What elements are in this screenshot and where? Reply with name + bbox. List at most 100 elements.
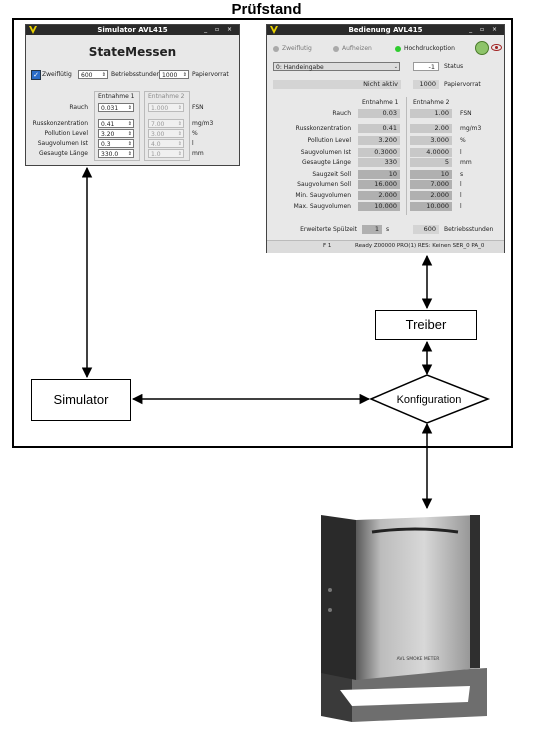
spin-arrows-icon: ⇕ bbox=[177, 121, 182, 127]
spuelzeit-value: 1 bbox=[362, 225, 382, 234]
sim-row-value1[interactable]: 0.031⇕ bbox=[98, 103, 134, 112]
sim-row-value2: 3.00⇕ bbox=[148, 129, 184, 138]
bed-row-unit: l bbox=[460, 149, 462, 156]
bed-row-label: Pollution Level bbox=[307, 137, 351, 144]
spin-arrows-icon: ⇕ bbox=[101, 72, 106, 78]
sim-row-value1[interactable]: 3.20 ⇕ bbox=[98, 129, 134, 138]
bed-row-value1: 2.000 bbox=[358, 191, 400, 200]
bed-row-label: Min. Saugvolumen bbox=[295, 192, 351, 199]
treiber-box-label: Treiber bbox=[405, 317, 447, 332]
bed-betrieb-value: 600 bbox=[413, 225, 439, 234]
sim-row-value2: 1.0 ⇕ bbox=[148, 149, 184, 158]
sim-row-label: Gesaugte Länge bbox=[38, 150, 88, 157]
bed-row-value2: 5 bbox=[410, 158, 452, 167]
sim-row-value1-text: 3.20 bbox=[101, 131, 115, 138]
bed-row-value2: 2.000 bbox=[410, 191, 452, 200]
sim-row-value2-text: 7.00 bbox=[151, 121, 165, 128]
bed-row-unit: l bbox=[460, 192, 462, 199]
bed-row-unit: l bbox=[460, 181, 462, 188]
mode-select[interactable]: 0: Handeingabe⌄ bbox=[273, 62, 400, 71]
spin-arrows-icon: ⇕ bbox=[127, 141, 132, 147]
simulator-window: Simulator AVL415 _ ▫ × StateMessen ✓ Zwe… bbox=[25, 24, 240, 166]
sim-row-value1[interactable]: 0.41 ⇕ bbox=[98, 119, 134, 128]
refresh-icon[interactable] bbox=[475, 41, 489, 55]
bed-col2-header: Entnahme 2 bbox=[413, 99, 450, 106]
zweifluetig-checkbox[interactable]: ✓ bbox=[31, 70, 41, 80]
statusbar-right: Ready Z00000 PRO(1) RES: Keinen SER_0 PA… bbox=[355, 243, 485, 249]
sim-betriebsstunden-value: 1000 bbox=[162, 72, 178, 79]
bed-row-value1: 0.3000 bbox=[358, 148, 400, 157]
bed-row-label: Russkonzentration bbox=[295, 125, 351, 132]
status-label: Status bbox=[444, 63, 464, 70]
sim-row-value1[interactable]: 330.0⇕ bbox=[98, 149, 134, 158]
spin-arrows-icon: ⇕ bbox=[182, 72, 187, 78]
sim-betriebsstunden-label: Betriebsstunden bbox=[111, 71, 161, 78]
sim-row-label: Saugvolumen Ist bbox=[37, 140, 88, 147]
sim-row-label: Russkonzentration bbox=[32, 120, 88, 127]
spin-arrows-icon: ⇕ bbox=[127, 131, 132, 137]
bed-row-unit: % bbox=[460, 137, 466, 144]
bed-row-label: Saugvolumen Ist bbox=[300, 149, 351, 156]
sim-betriebsstunden-spinbox[interactable]: 1000 ⇕ bbox=[159, 70, 189, 79]
konfiguration-label: Konfiguration bbox=[397, 394, 462, 406]
indicator-zweiflutig-label: Zweiflutig bbox=[282, 45, 312, 52]
treiber-box: Treiber bbox=[375, 310, 477, 340]
simulator-title: Simulator AVL415 bbox=[97, 26, 168, 34]
led-off-icon bbox=[333, 45, 339, 52]
spuelzeit-unit: s bbox=[386, 226, 390, 233]
sim-row-label: Rauch bbox=[69, 104, 88, 111]
sim-row-unit: l bbox=[192, 140, 194, 147]
nicht-aktiv-field: Nicht aktiv bbox=[273, 80, 401, 89]
bed-row-value2: 2.00 bbox=[410, 124, 452, 133]
spin-arrows-icon: ⇕ bbox=[177, 105, 182, 111]
statusbar-left: F 1 bbox=[323, 243, 332, 249]
sim-papier-value: 600 bbox=[81, 72, 93, 79]
sim-row-unit: mg/m3 bbox=[192, 120, 214, 127]
sim-row-value2-text: 1.0 bbox=[151, 151, 161, 158]
simulator-box-label: Simulator bbox=[53, 392, 109, 407]
window-controls-icon[interactable]: _ ▫ × bbox=[469, 26, 500, 33]
bedienung-titlebar: Bedienung AVL415 _ ▫ × bbox=[267, 25, 504, 35]
window-controls-icon[interactable]: _ ▫ × bbox=[204, 26, 235, 33]
eye-icon[interactable] bbox=[491, 44, 502, 51]
sim-row-value1-text: 0.031 bbox=[101, 105, 119, 112]
spin-arrows-icon: ⇕ bbox=[177, 151, 182, 157]
bed-row-unit: mm bbox=[460, 159, 472, 166]
bed-papier-value: 1000 bbox=[413, 80, 439, 89]
sim-papiervorrat-label: Papiervorrat bbox=[192, 71, 229, 78]
bed-row-label: Saugvolumen Soll bbox=[297, 181, 351, 188]
bed-row-unit: mg/m3 bbox=[460, 125, 482, 132]
sim-row-unit: % bbox=[192, 130, 198, 137]
bed-row-value2: 10.000 bbox=[410, 202, 452, 211]
spin-arrows-icon: ⇕ bbox=[127, 151, 132, 157]
bed-betrieb-label: Betriebsstunden bbox=[444, 226, 494, 233]
bed-row-unit: s bbox=[460, 171, 464, 178]
device-brand-label: AVL SMOKE METER bbox=[397, 656, 440, 662]
sim-row-value2: 4.0⇕ bbox=[148, 139, 184, 148]
bedienung-window: Bedienung AVL415 _ ▫ × Zweiflutig Aufhei… bbox=[266, 24, 505, 253]
bed-row-value2: 3.000 bbox=[410, 136, 452, 145]
status-value: -1 bbox=[413, 62, 439, 71]
sim-papier-spinbox[interactable]: 600 ⇕ bbox=[78, 70, 108, 79]
bed-row-value1: 0.41 bbox=[358, 124, 400, 133]
sim-row-unit: FSN bbox=[192, 104, 204, 111]
indicator-hochdruck-label: Hochdruckoption bbox=[404, 45, 455, 52]
bed-row-value2: 4.0000 bbox=[410, 148, 452, 157]
bed-row-value2: 7.000 bbox=[410, 180, 452, 189]
sim-entnahme1-group bbox=[94, 91, 140, 161]
indicator-zweiflutig: Zweiflutig bbox=[273, 45, 312, 52]
diagram-title: Prüfstand bbox=[231, 1, 302, 18]
spin-arrows-icon: ⇕ bbox=[177, 131, 182, 137]
sim-row-value1[interactable]: 0.3 ⇕ bbox=[98, 139, 134, 148]
chevron-down-icon: ⌄ bbox=[393, 64, 398, 70]
spin-arrows-icon: ⇕ bbox=[127, 121, 132, 127]
led-on-icon bbox=[395, 45, 401, 52]
bed-row-label: Rauch bbox=[332, 110, 351, 117]
bed-row-value1: 10 bbox=[358, 170, 400, 179]
sim-row-value1-text: 0.3 bbox=[101, 141, 111, 148]
bed-row-value1: 330 bbox=[358, 158, 400, 167]
state-heading: StateMessen bbox=[88, 45, 177, 59]
sim-row-value1-text: 0.41 bbox=[101, 121, 115, 128]
bed-row-value2: 10 bbox=[410, 170, 452, 179]
sim-col1-header: Entnahme 1 bbox=[98, 93, 135, 100]
